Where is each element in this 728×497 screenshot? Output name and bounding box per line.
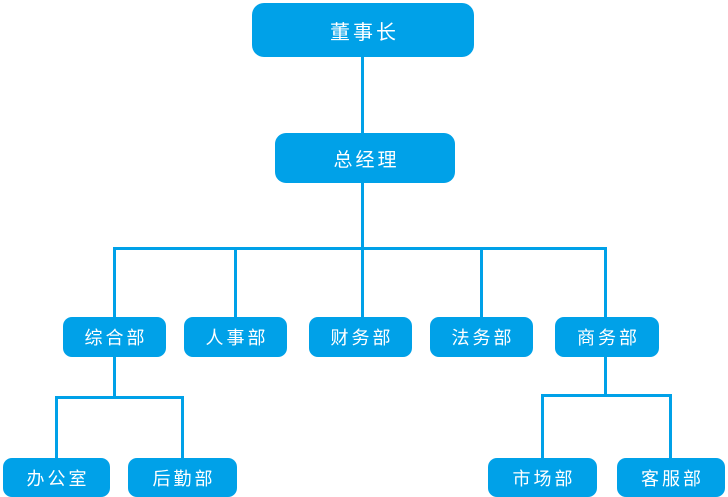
org-node-business-dept: 商务部 [555, 317, 659, 357]
connector-drop-business [604, 247, 607, 317]
connector-drop-legal [480, 247, 483, 317]
org-node-chairman: 董事长 [252, 3, 474, 57]
org-node-general-manager: 总经理 [275, 133, 455, 183]
org-node-customer-service-dept: 客服部 [617, 458, 725, 497]
connector-drop-hr [234, 247, 237, 317]
org-node-logistics-dept: 后勤部 [128, 458, 237, 497]
connector-business-bus-bar [541, 394, 672, 397]
connector-general-affairs-bus-bar [55, 396, 184, 399]
org-node-general-affairs-dept: 综合部 [63, 317, 166, 357]
connector-chairman-to-gm [361, 57, 364, 133]
org-node-finance-dept: 财务部 [309, 317, 412, 357]
connector-drop-general-affairs [113, 247, 116, 317]
connector-drop-marketing [541, 394, 544, 458]
connector-gm-to-finance [361, 183, 364, 317]
connector-drop-logistics [181, 396, 184, 458]
org-node-legal-dept: 法务部 [430, 317, 533, 357]
connector-general-affairs-stem [113, 357, 116, 397]
org-node-hr-dept: 人事部 [184, 317, 287, 357]
connector-business-stem [604, 357, 607, 395]
connector-level3-bus-bar [113, 247, 607, 250]
connector-drop-customer-service [669, 394, 672, 458]
org-node-office: 办公室 [3, 458, 110, 497]
org-node-marketing-dept: 市场部 [488, 458, 597, 497]
connector-drop-office [55, 396, 58, 458]
